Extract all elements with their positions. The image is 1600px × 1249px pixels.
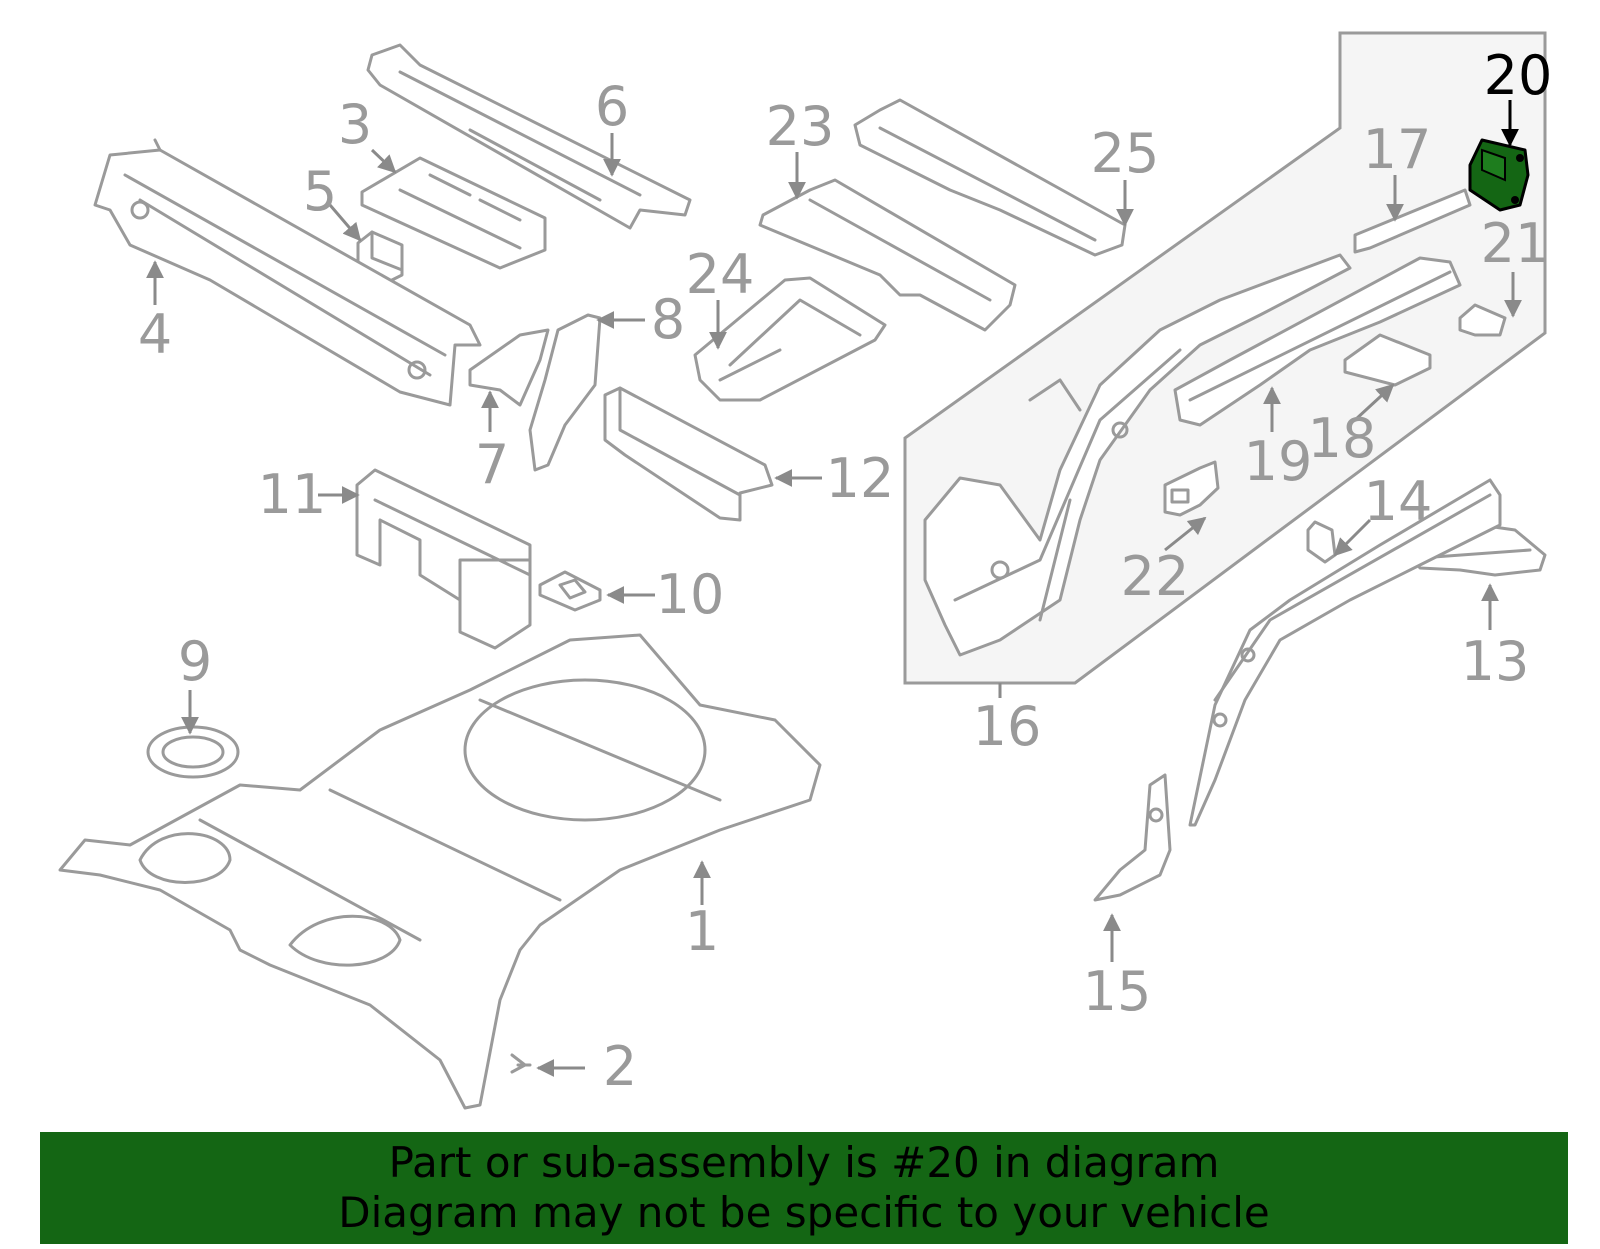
- part-25-shape: [853, 98, 1127, 257]
- callout-4: 4: [138, 303, 172, 366]
- part-24-shape: [693, 276, 887, 402]
- callout-18: 18: [1308, 407, 1377, 470]
- part-9-shape: [146, 725, 240, 779]
- part-20-shape: [1468, 138, 1530, 212]
- part-11-shape: [355, 468, 532, 650]
- callout-11: 11: [258, 463, 327, 526]
- callout-16: 16: [973, 695, 1042, 758]
- callout-21: 21: [1481, 212, 1550, 275]
- callout-12: 12: [826, 447, 895, 510]
- callout-25: 25: [1091, 122, 1160, 185]
- callout-1: 1: [685, 900, 719, 963]
- part-12-shape: [603, 386, 774, 522]
- part-19-shape: [1173, 256, 1462, 427]
- callout-9: 9: [178, 630, 212, 693]
- part-16-shape: [923, 253, 1352, 657]
- callout-7: 7: [475, 433, 509, 496]
- callout-5: 5: [303, 160, 337, 223]
- callout-15: 15: [1083, 960, 1152, 1023]
- callout-17: 17: [1363, 118, 1432, 181]
- part-15-shape: [1093, 773, 1172, 902]
- part-10-shape: [538, 570, 602, 612]
- banner-line-part: Part or sub-assembly is #20 in diagram: [388, 1138, 1220, 1187]
- callout-arrows: [146, 100, 1522, 1077]
- quarter-rail-shape: [1188, 478, 1502, 827]
- part-21-shape: [1458, 303, 1507, 337]
- part-6-shape: [366, 43, 692, 230]
- callout-14: 14: [1364, 470, 1433, 533]
- banner-line-disclaimer: Diagram may not be specific to your vehi…: [338, 1188, 1270, 1237]
- part-4-shape: [93, 138, 482, 407]
- callout-2: 2: [603, 1035, 637, 1098]
- callout-24: 24: [686, 243, 755, 306]
- callout-22: 22: [1121, 545, 1190, 608]
- callout-20: 20: [1484, 44, 1553, 107]
- callout-13: 13: [1461, 630, 1530, 693]
- callout-3: 3: [338, 93, 372, 156]
- part-14-shape: [1306, 520, 1337, 564]
- callout-19: 19: [1244, 430, 1313, 493]
- callout-labels: 1 2 3 4 5 6 7 8 9 10 11 12 13 14 15 16 1…: [138, 44, 1553, 1098]
- part-23-shape: [758, 178, 1017, 332]
- part-1-shape: [58, 633, 822, 1110]
- callout-6: 6: [595, 75, 629, 138]
- callout-8: 8: [651, 288, 685, 351]
- callout-23: 23: [766, 95, 835, 158]
- part-3-shape: [360, 156, 547, 270]
- part-17-shape: [1353, 188, 1472, 254]
- part-18-shape: [1343, 333, 1432, 387]
- part-22-shape: [1163, 460, 1220, 517]
- part-8-shape: [528, 313, 602, 472]
- info-banner: Part or sub-assembly is #20 in diagram D…: [40, 1132, 1568, 1244]
- part-2-shape: [510, 1053, 532, 1074]
- part-7-shape: [468, 328, 550, 407]
- callout-10: 10: [656, 563, 725, 626]
